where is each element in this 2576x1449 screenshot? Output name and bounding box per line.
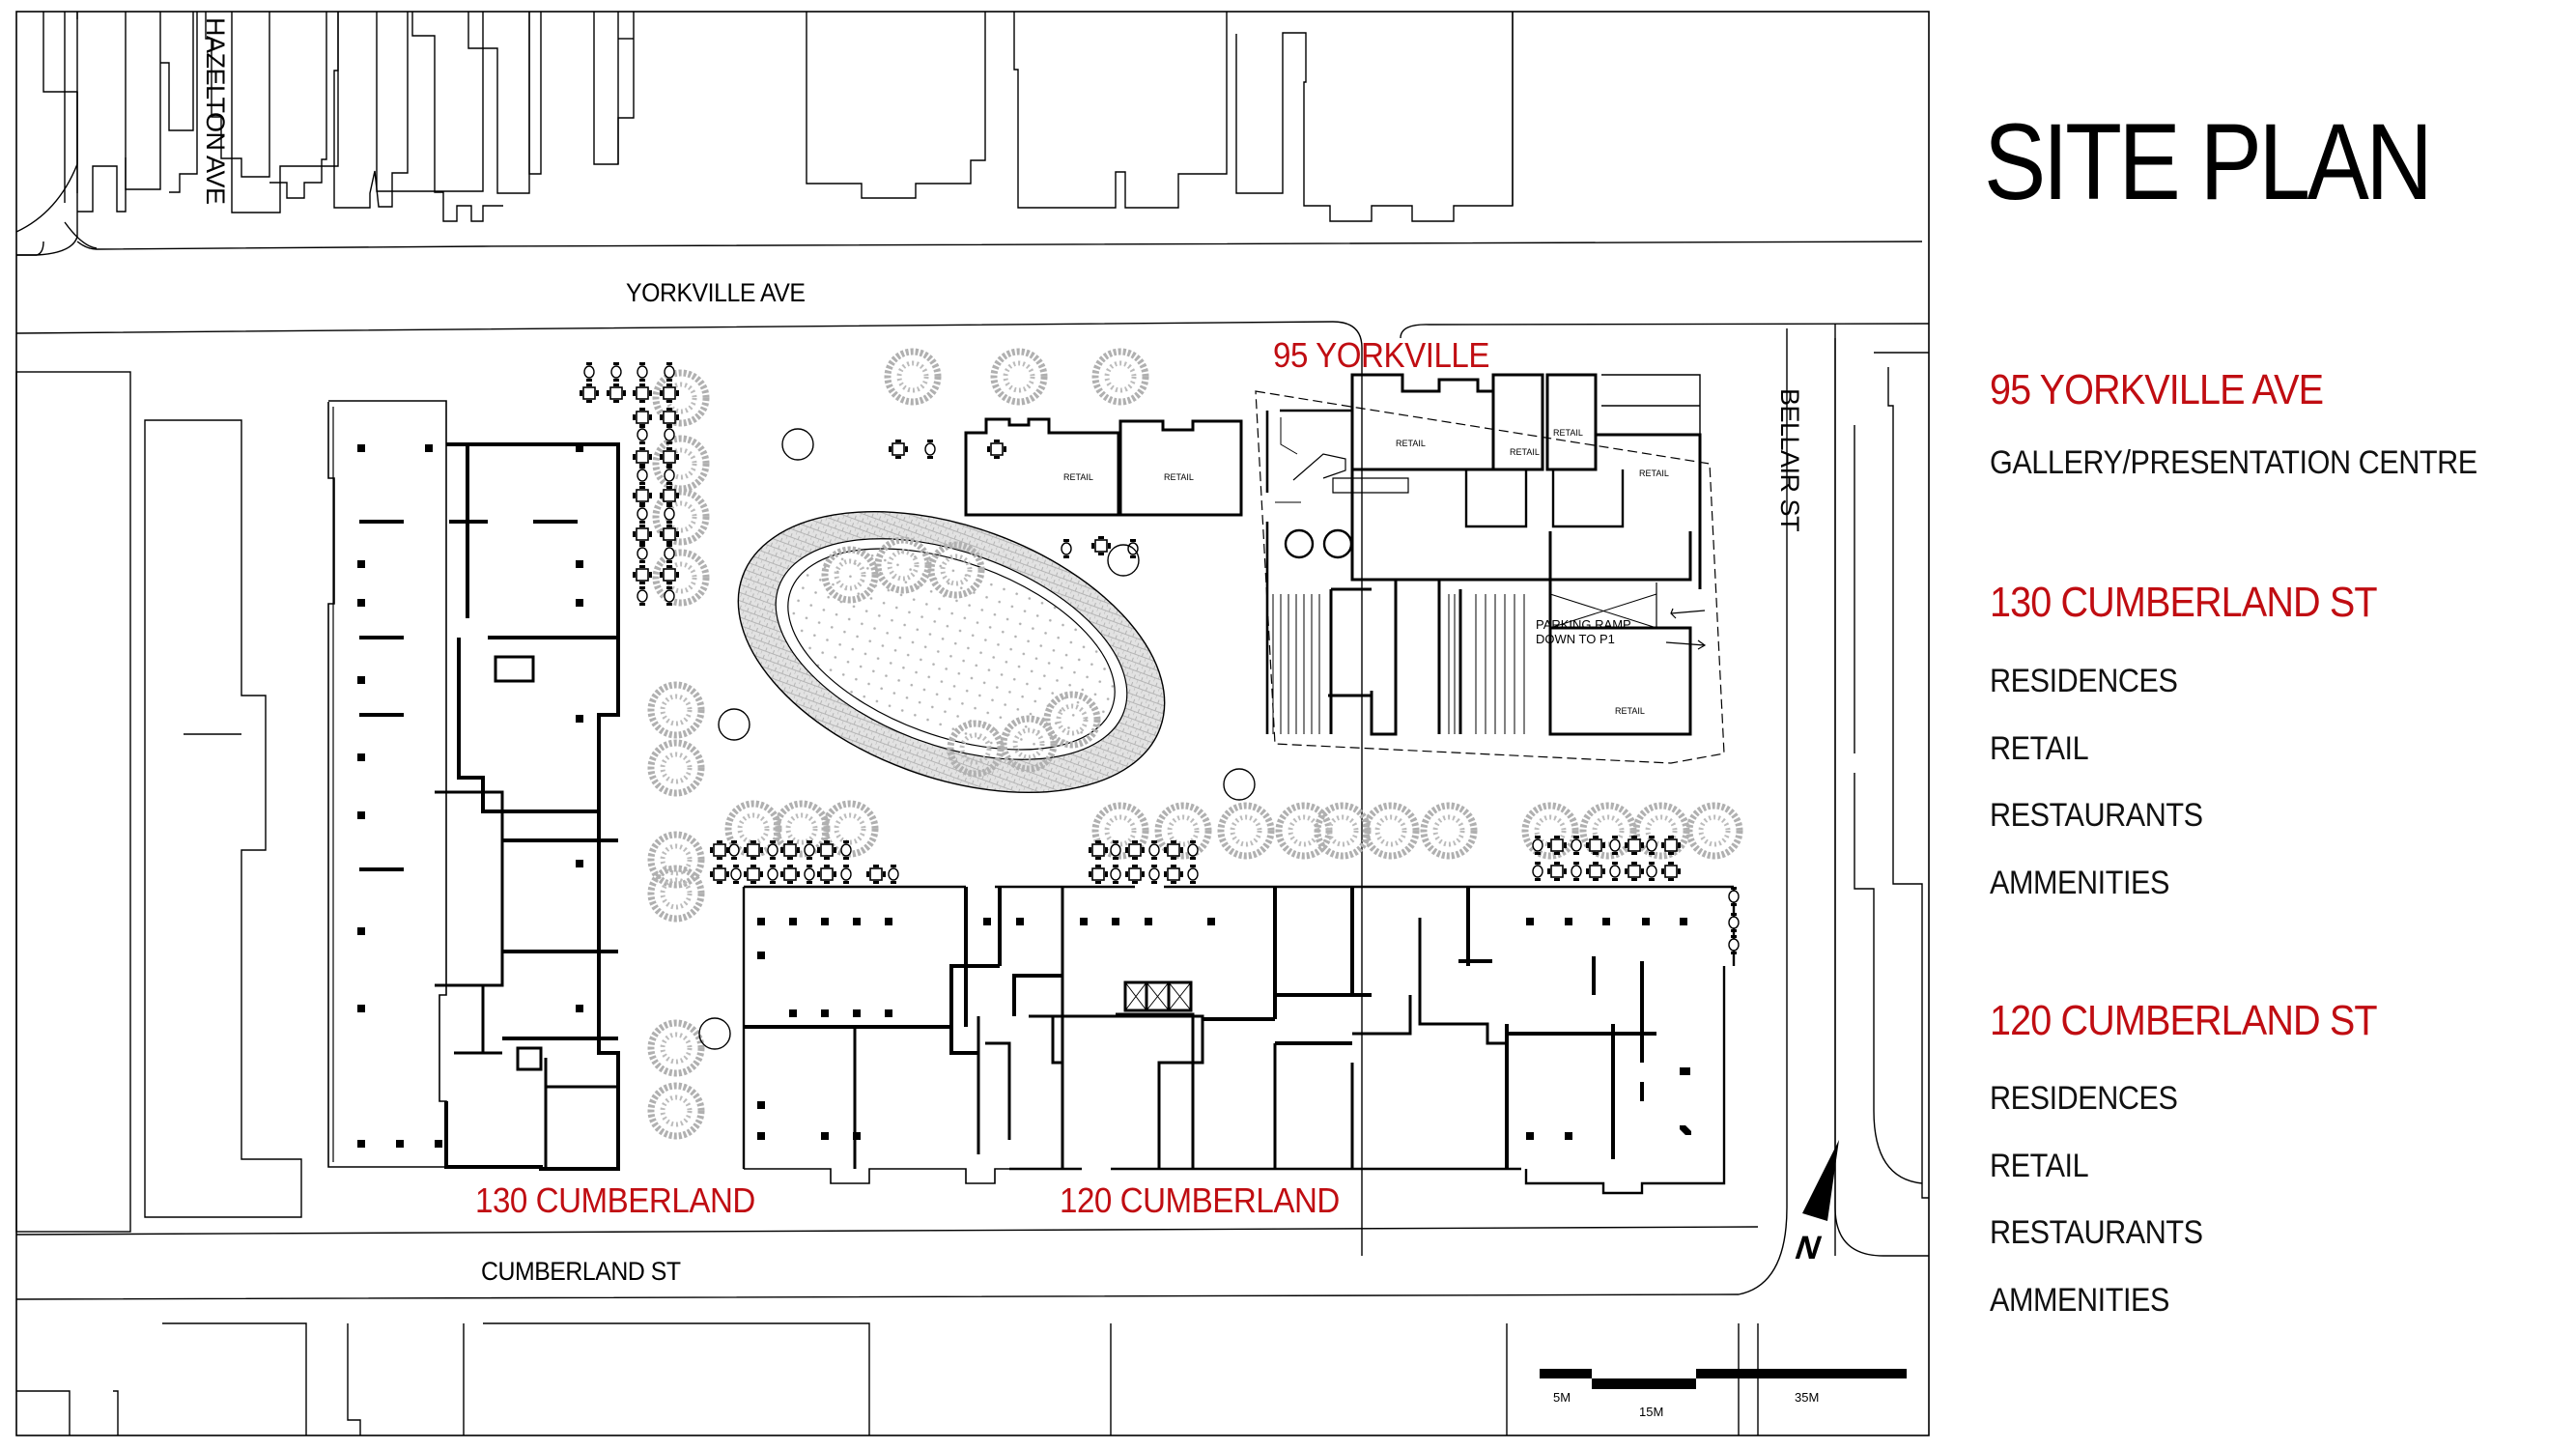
retail-label: RETAIL [1396,439,1426,448]
plan-linework [15,11,1930,1436]
street-label-cumberland: CUMBERLAND ST [481,1257,681,1286]
legend-heading-130-cumberland: 130 CUMBERLAND ST [1990,579,2378,626]
building-label-95-yorkville: 95 YORKVILLE [1273,335,1490,375]
building-label-130-cumberland: 130 CUMBERLAND [475,1180,755,1220]
building-label-120-cumberland: 120 CUMBERLAND [1060,1180,1340,1220]
legend-heading-120-cumberland: 120 CUMBERLAND ST [1990,997,2378,1044]
legend-item: AMMENITIES [1990,865,2169,901]
legend-item: GALLERY/PRESENTATION CENTRE [1990,444,2477,481]
site-plan-drawing: YORKVILLE AVE CUMBERLAND ST HAZELTON AVE… [15,11,1930,1436]
elevator-core [516,1046,543,1071]
retail-label: RETAIL [1553,428,1583,438]
street-label-bellair: BELLAIR ST [1775,388,1804,532]
retail-label: RETAIL [1063,472,1093,482]
page-title: SITE PLAN [1984,101,2433,222]
legend-panel: SITE PLAN 95 YORKVILLE AVE GALLERY/PRESE… [1984,0,2569,1449]
parking-ramp-line2: DOWN TO P1 [1536,631,1615,646]
retail-label: RETAIL [1164,472,1194,482]
legend-item: RETAIL [1990,730,2089,767]
legend-heading-95-yorkville: 95 YORKVILLE AVE [1990,366,2324,413]
parking-ramp-line1: PARKING RAMP [1536,617,1631,632]
retail-label: RETAIL [1510,447,1540,457]
scale-label-35m: 35M [1795,1390,1820,1405]
street-label-hazelton: HAZELTON AVE [201,17,230,205]
scale-label-15m: 15M [1639,1405,1664,1419]
north-arrow-icon [1802,1140,1839,1221]
parking-ramp-label: PARKING RAMP DOWN TO P1 [1536,617,1631,647]
retail-label: RETAIL [1615,706,1645,716]
retail-label: RETAIL [1639,469,1669,478]
legend-item: RETAIL [1990,1148,2089,1184]
scale-bar-graphic [1540,1369,1907,1389]
street-label-yorkville: YORKVILLE AVE [626,278,806,307]
legend-item: AMMENITIES [1990,1282,2169,1319]
legend-item: RESTAURANTS [1990,797,2203,834]
scale-label-5m: 5M [1553,1390,1571,1405]
legend-item: RESTAURANTS [1990,1214,2203,1251]
legend-item: RESIDENCES [1990,1080,2178,1117]
legend-item: RESIDENCES [1990,663,2178,699]
